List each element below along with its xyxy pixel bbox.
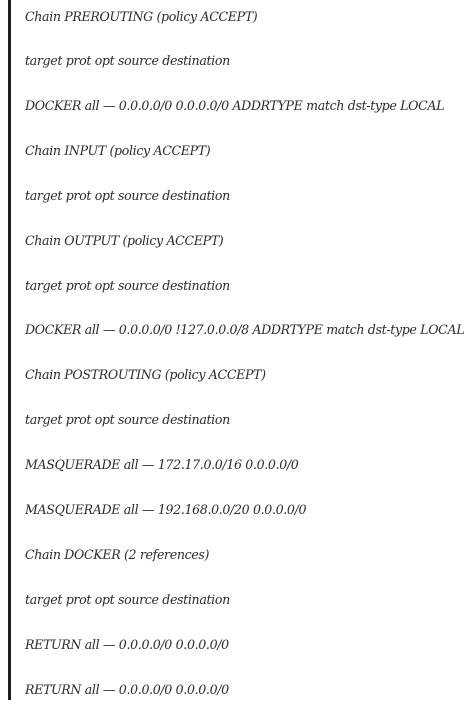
column-header: target prot opt source destination	[25, 412, 230, 427]
rule-row: DOCKER all — 0.0.0.0/0 0.0.0.0/0 ADDRTYP…	[25, 98, 445, 113]
column-header: target prot opt source destination	[25, 278, 230, 293]
chain-input-header: Chain INPUT (policy ACCEPT)	[25, 143, 211, 158]
rule-row: RETURN all — 0.0.0.0/0 0.0.0.0/0	[25, 682, 229, 697]
column-header: target prot opt source destination	[25, 592, 230, 607]
rule-row: DOCKER all — 0.0.0.0/0 !127.0.0.0/8 ADDR…	[25, 322, 465, 337]
blockquote-bar	[8, 0, 11, 700]
rule-row: MASQUERADE all — 192.168.0.0/20 0.0.0.0/…	[25, 502, 307, 517]
column-header: target prot opt source destination	[25, 53, 230, 68]
rule-row: MASQUERADE all — 172.17.0.0/16 0.0.0.0/0	[25, 457, 299, 472]
chain-postrouting-header: Chain POSTROUTING (policy ACCEPT)	[25, 367, 266, 382]
column-header: target prot opt source destination	[25, 188, 230, 203]
chain-prerouting-header: Chain PREROUTING (policy ACCEPT)	[25, 9, 258, 24]
chain-docker-header: Chain DOCKER (2 references)	[25, 547, 210, 562]
chain-output-header: Chain OUTPUT (policy ACCEPT)	[25, 233, 224, 248]
rule-row: RETURN all — 0.0.0.0/0 0.0.0.0/0	[25, 637, 229, 652]
